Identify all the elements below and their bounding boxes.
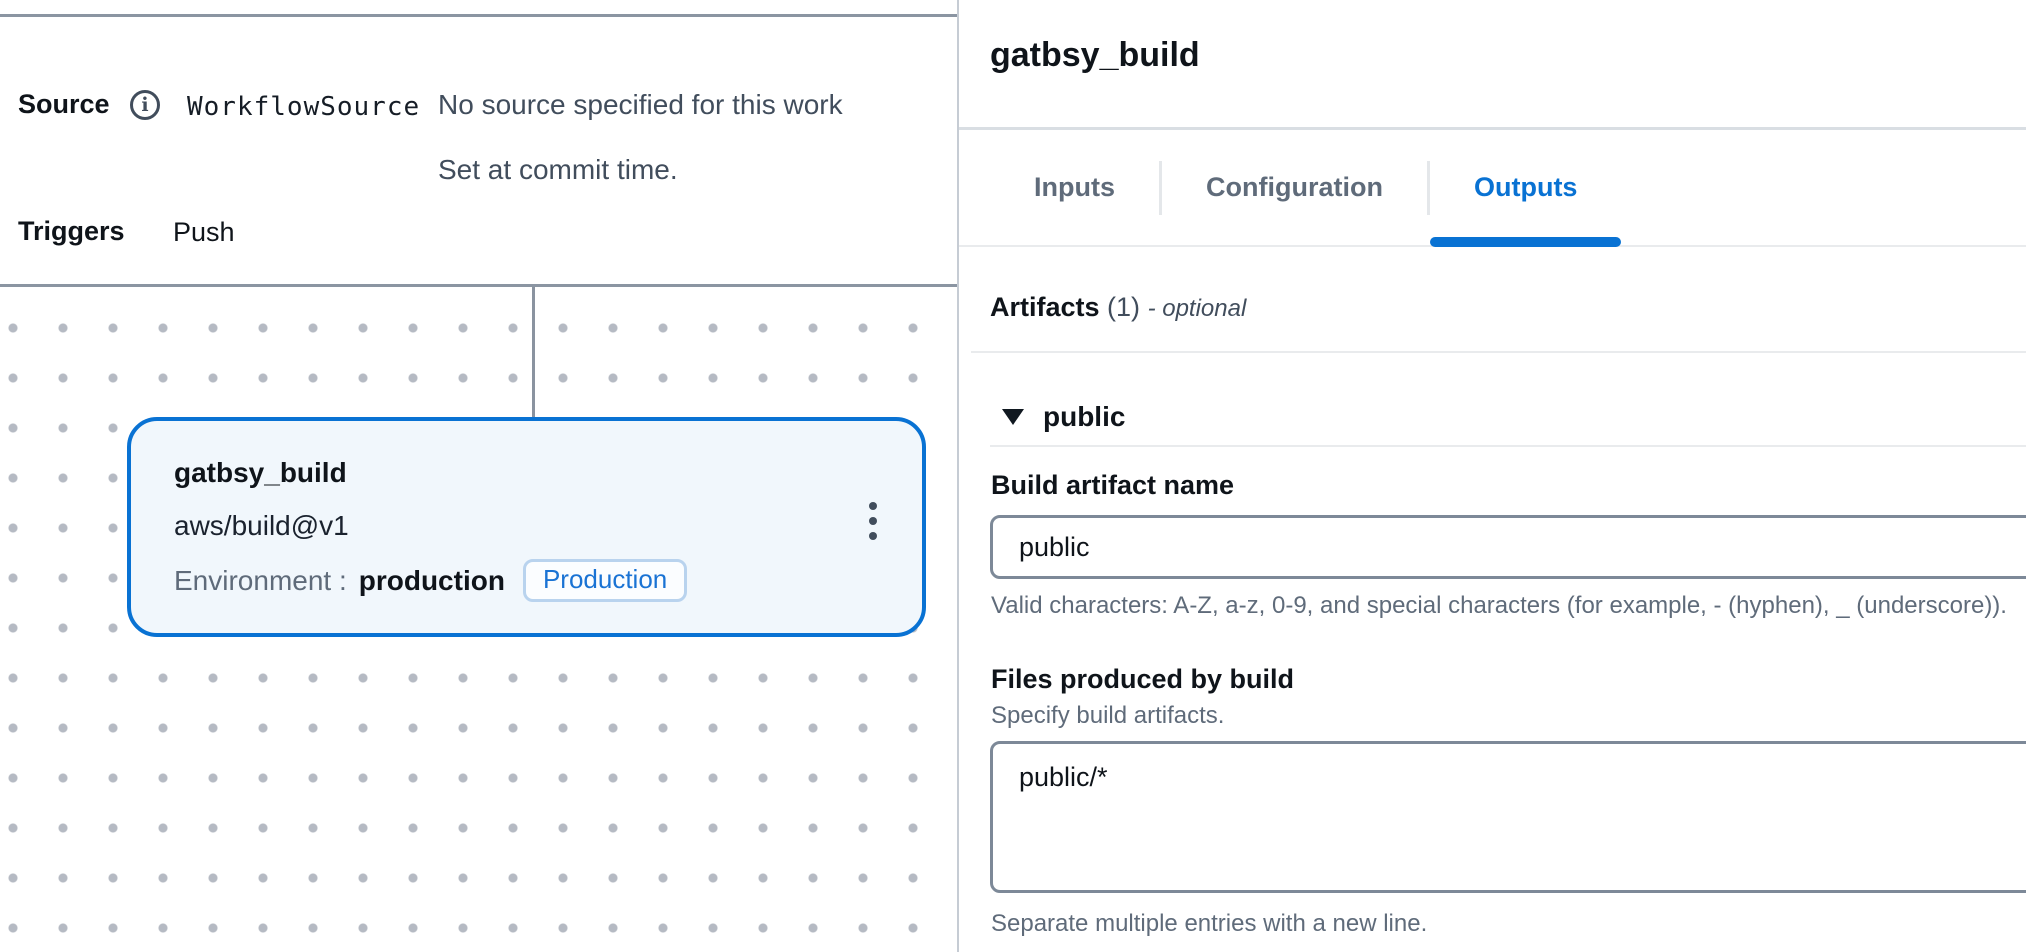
artifact-expandable-header[interactable]: public xyxy=(1002,399,2026,435)
triggers-value: Push xyxy=(173,217,235,247)
panel-title: gatbsy_build xyxy=(990,36,1200,74)
caret-down-icon xyxy=(1002,409,1024,425)
artifacts-divider xyxy=(971,351,2026,353)
source-message: No source specified for this work Set at… xyxy=(438,89,843,186)
workflow-node-gatbsy-build[interactable]: gatbsy_build aws/build@v1 Environment : … xyxy=(127,417,926,637)
panel-title-divider xyxy=(959,127,2026,130)
tab-outputs[interactable]: Outputs xyxy=(1429,130,1622,247)
artifact-section-name: public xyxy=(1043,401,1126,432)
diagram-canvas[interactable]: gatbsy_build aws/build@v1 Environment : … xyxy=(0,287,957,952)
build-artifact-name-constraint: Valid characters: A-Z, a-z, 0-9, and spe… xyxy=(991,592,2007,619)
build-artifact-name-input[interactable] xyxy=(990,515,2026,579)
source-message-line2: Set at commit time. xyxy=(438,154,678,185)
info-icon[interactable]: i xyxy=(130,90,160,120)
node-connector-line xyxy=(532,287,535,418)
artifacts-count: (1) xyxy=(1107,292,1141,322)
workflow-meta-header: Source i WorkflowSource No source specif… xyxy=(0,17,957,284)
ellipsis-dot xyxy=(869,517,877,525)
environment-label: Environment : xyxy=(174,564,347,596)
tab-configuration[interactable]: Configuration xyxy=(1206,172,1383,202)
source-label: Source xyxy=(18,89,110,119)
workflow-diagram-area: Source i WorkflowSource No source specif… xyxy=(0,0,957,952)
node-action-id: aws/build@v1 xyxy=(174,510,349,541)
ellipsis-dot xyxy=(869,532,877,540)
tab-separator xyxy=(1159,160,1162,215)
tab-separator xyxy=(1426,160,1430,215)
panel-tabs: Inputs Configuration Outputs xyxy=(959,130,2026,247)
tab-inputs[interactable]: Inputs xyxy=(1034,172,1115,202)
build-artifact-name-label: Build artifact name xyxy=(991,470,1235,500)
files-produced-label: Files produced by build xyxy=(991,664,1295,694)
artifact-section-divider xyxy=(990,445,2026,447)
files-produced-constraint: Separate multiple entries with a new lin… xyxy=(991,910,1428,937)
source-name: WorkflowSource xyxy=(187,92,421,122)
environment-value: production xyxy=(358,564,505,596)
node-title: gatbsy_build xyxy=(174,457,347,488)
node-actions-ellipsis-button[interactable] xyxy=(855,485,891,557)
files-produced-description: Specify build artifacts. xyxy=(991,702,1225,729)
header-bottom-rule xyxy=(0,284,957,287)
artifacts-optional-suffix: - optional xyxy=(1147,295,1247,322)
node-environment-row: Environment : production Production xyxy=(174,559,688,602)
source-message-line1: No source specified for this work xyxy=(438,89,843,120)
node-details-panel: gatbsy_build Inputs Configuration Output… xyxy=(957,0,2026,952)
header-top-rule xyxy=(0,14,957,17)
environment-badge: Production xyxy=(522,559,688,602)
ellipsis-dot xyxy=(869,502,877,510)
artifacts-section-header: Artifacts (1) - optional xyxy=(990,292,2026,323)
files-produced-textarea[interactable]: public/* xyxy=(990,741,2026,893)
outputs-tab-content: Artifacts (1) - optional public Build ar… xyxy=(959,247,2026,939)
artifacts-title: Artifacts xyxy=(990,292,1100,322)
triggers-label: Triggers xyxy=(18,216,125,246)
